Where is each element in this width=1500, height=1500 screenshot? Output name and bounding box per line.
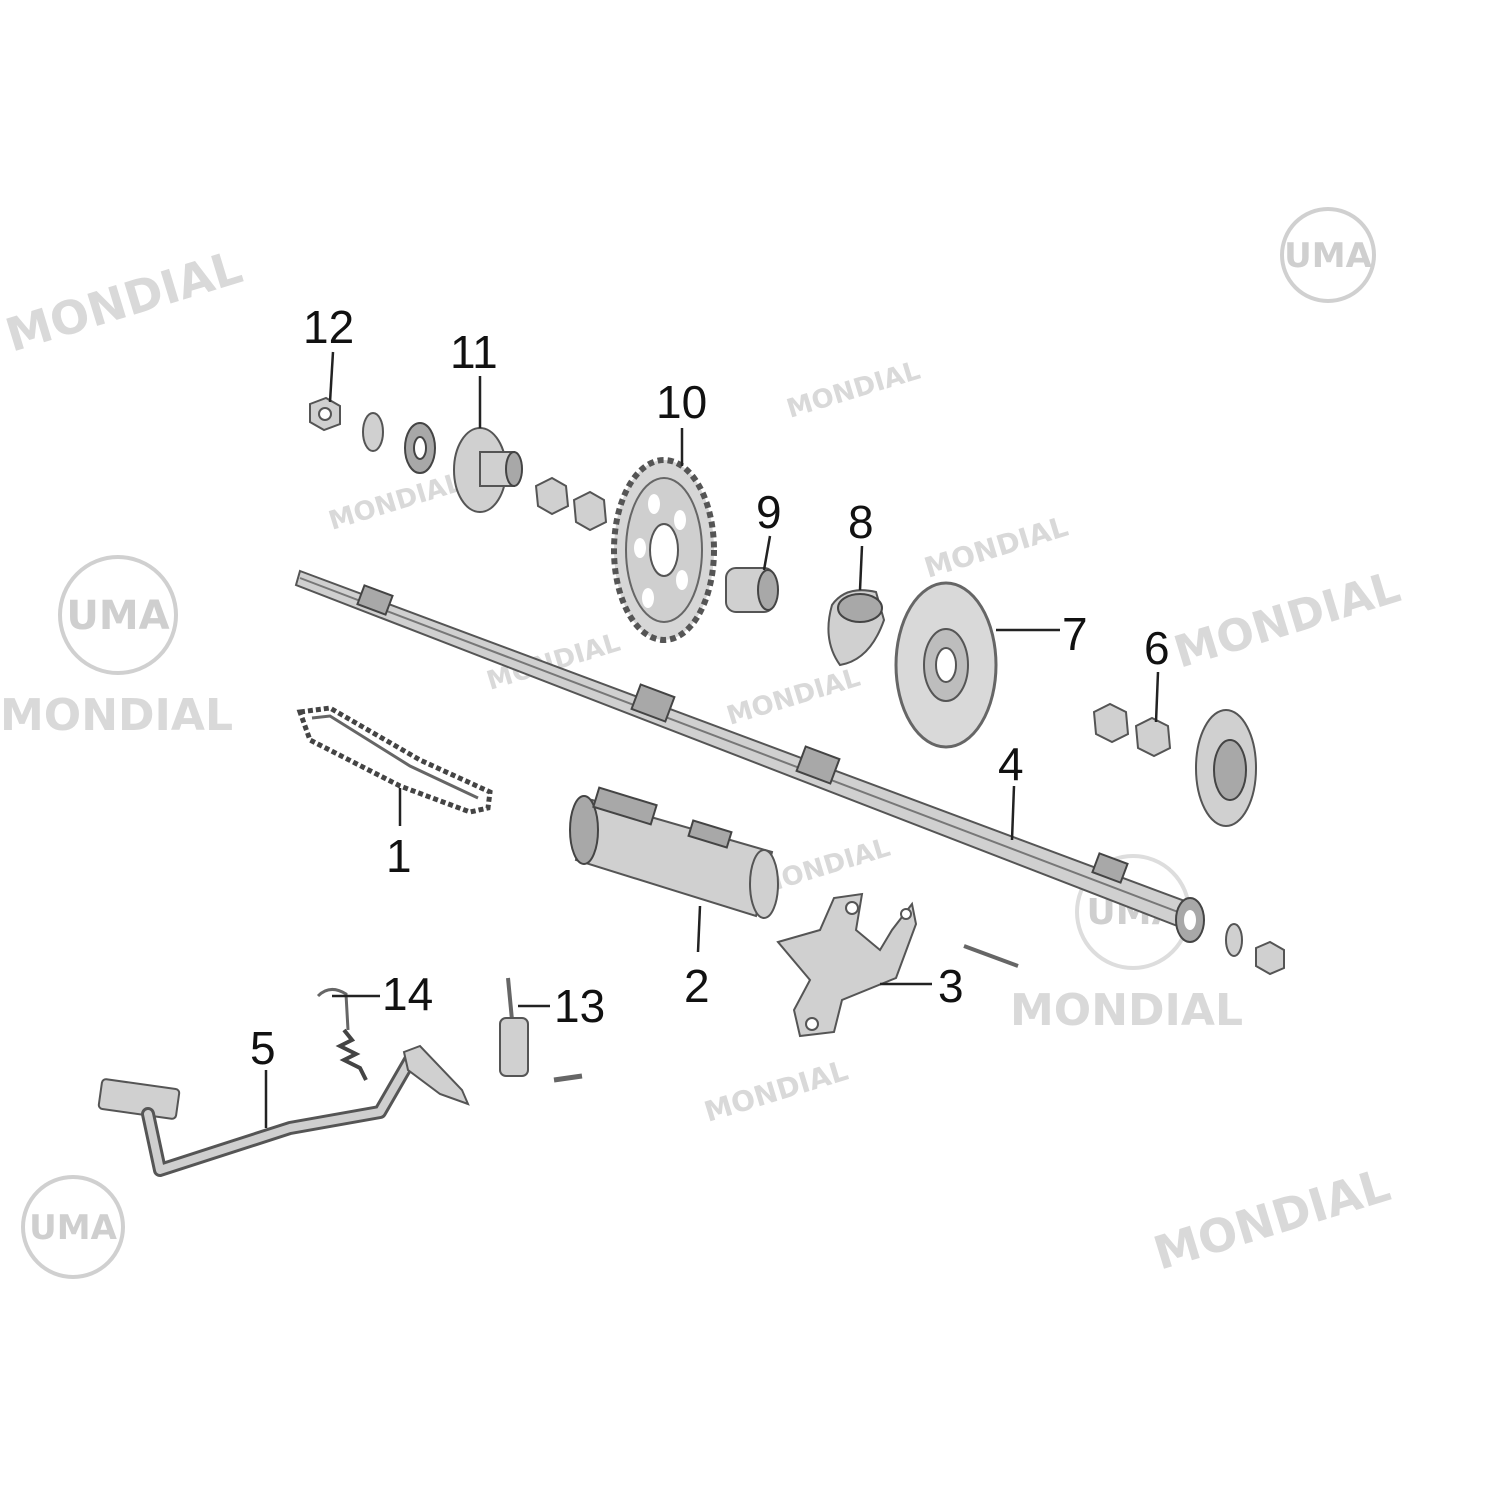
callout-8: 8 xyxy=(848,496,874,548)
brake-pedal-5 xyxy=(97,1044,470,1177)
washer xyxy=(362,412,384,452)
callout-13: 13 xyxy=(554,980,605,1032)
drive-chain-1 xyxy=(296,705,493,815)
bearing-holder-9 xyxy=(725,567,779,613)
watermark-mondial: MONDIAL xyxy=(1168,562,1406,679)
callout-1: 1 xyxy=(386,830,412,882)
watermark-mondial: MONDIAL xyxy=(1147,1158,1396,1281)
callout-2: 2 xyxy=(684,960,710,1012)
callout-14: 14 xyxy=(382,968,433,1020)
brake-switch-13 xyxy=(499,977,583,1083)
rear-axle xyxy=(294,569,1192,929)
bearing-carrier-8 xyxy=(827,589,886,667)
axle-nuts xyxy=(534,476,608,532)
axle-housing-2 xyxy=(569,786,779,919)
watermark-mondial: MONDIAL xyxy=(0,240,248,363)
uma-logo: UMA xyxy=(1280,207,1376,303)
watermark-mondial: MONDIAL xyxy=(1010,985,1243,1036)
bracket-bolt xyxy=(963,944,1019,968)
parts-layer xyxy=(97,396,1285,1177)
leader-lines xyxy=(264,351,1160,1128)
return-spring-14 xyxy=(316,988,368,1081)
uma-logo-text: UMA xyxy=(66,593,169,639)
watermark-mondial: MONDIAL xyxy=(920,510,1072,585)
watermark-layer: MONDIAL MONDIAL MONDIAL MONDIAL MONDIAL … xyxy=(0,207,1406,1281)
watermark-mondial: MONDIAL xyxy=(723,663,863,732)
uma-logo: UMA xyxy=(21,1175,125,1279)
watermark-mondial: MONDIAL xyxy=(700,1054,852,1129)
callout-3: 3 xyxy=(938,960,964,1012)
callout-labels: 12 11 10 9 8 7 6 4 1 2 3 14 13 5 xyxy=(250,301,1170,1074)
brake-disc-7 xyxy=(894,581,998,749)
callout-4: 4 xyxy=(998,738,1024,790)
lock-nut-12 xyxy=(309,396,341,432)
callout-5: 5 xyxy=(250,1022,276,1074)
sprocket-hub-11 xyxy=(453,427,523,513)
callout-10: 10 xyxy=(656,376,707,428)
callout-12: 12 xyxy=(303,301,354,353)
callout-9: 9 xyxy=(756,486,782,538)
hex-nuts-6 xyxy=(1092,702,1172,758)
wheel-hub xyxy=(1195,709,1257,827)
uma-logo-text: UMA xyxy=(29,1208,117,1248)
uma-logo: UMA xyxy=(58,555,178,675)
callout-7: 7 xyxy=(1062,608,1088,660)
callout-6: 6 xyxy=(1144,622,1170,674)
watermark-mondial: MONDIAL xyxy=(0,690,233,741)
caliper-bracket-3 xyxy=(776,892,918,1038)
watermark-mondial: MONDIAL xyxy=(325,468,465,537)
uma-logo-text: UMA xyxy=(1284,236,1372,276)
end-nut xyxy=(1255,940,1285,976)
watermark-mondial: MONDIAL xyxy=(783,356,923,425)
drive-sprocket-10 xyxy=(611,457,717,643)
callout-11: 11 xyxy=(450,326,498,378)
end-washer xyxy=(1225,923,1243,957)
